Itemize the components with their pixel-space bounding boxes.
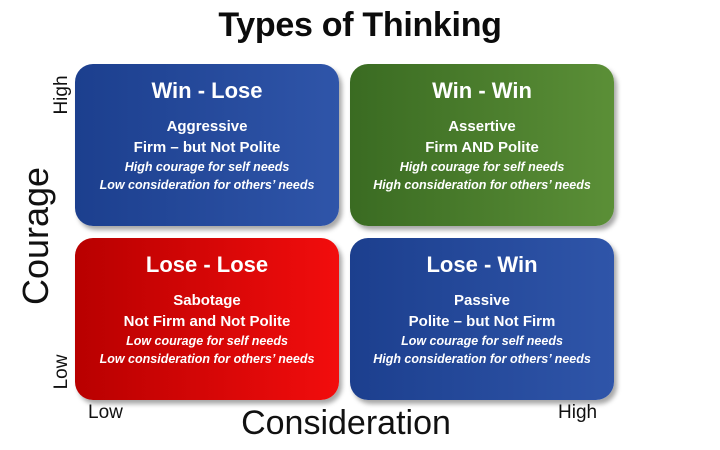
quadrant-style: Aggressive bbox=[166, 118, 248, 135]
quadrant-courage-note: Low courage for self needs bbox=[401, 334, 563, 348]
quadrant-consideration-note: Low consideration for others’ needs bbox=[99, 178, 315, 192]
quadrant-lose-win: Lose - Win Passive Polite – but Not Firm… bbox=[350, 238, 614, 400]
quadrant-consideration-note: Low consideration for others’ needs bbox=[99, 352, 315, 366]
quadrant-description: Not Firm and Not Polite bbox=[123, 313, 291, 330]
quadrant-heading: Win - Lose bbox=[151, 78, 263, 103]
horizontal-axis-label: Consideration bbox=[241, 404, 451, 442]
quadrant-consideration-note: High consideration for others’ needs bbox=[373, 352, 591, 366]
quadrant-description: Firm – but Not Polite bbox=[133, 139, 281, 156]
vertical-high-label: High bbox=[51, 75, 72, 115]
diagram-title: Types of Thinking bbox=[218, 6, 502, 44]
quadrant-lose-lose: Lose - Lose Sabotage Not Firm and Not Po… bbox=[75, 238, 339, 400]
quadrant-description: Polite – but Not Firm bbox=[408, 313, 556, 330]
horizontal-high-label: High bbox=[558, 402, 598, 423]
quadrant-heading: Win - Win bbox=[432, 78, 532, 103]
quadrant-heading: Lose - Win bbox=[426, 252, 538, 277]
quadrant-style: Passive bbox=[454, 292, 510, 309]
quadrant-win-lose: Win - Lose Aggressive Firm – but Not Pol… bbox=[75, 64, 339, 226]
quadrant-courage-note: High courage for self needs bbox=[124, 160, 290, 174]
quadrant-style: Sabotage bbox=[173, 292, 241, 309]
quadrant-courage-note: Low courage for self needs bbox=[126, 334, 288, 348]
vertical-axis-label: Courage bbox=[15, 166, 56, 306]
quadrant-style: Assertive bbox=[448, 118, 516, 135]
quadrant-description: Firm AND Polite bbox=[425, 139, 539, 156]
horizontal-low-label: Low bbox=[88, 402, 123, 423]
vertical-low-label: Low bbox=[51, 354, 72, 390]
quadrant-heading: Lose - Lose bbox=[145, 252, 269, 277]
quadrant-courage-note: High courage for self needs bbox=[399, 160, 565, 174]
quadrant-consideration-note: High consideration for others’ needs bbox=[373, 178, 591, 192]
quadrant-win-win: Win - Win Assertive Firm AND Polite High… bbox=[350, 64, 614, 226]
